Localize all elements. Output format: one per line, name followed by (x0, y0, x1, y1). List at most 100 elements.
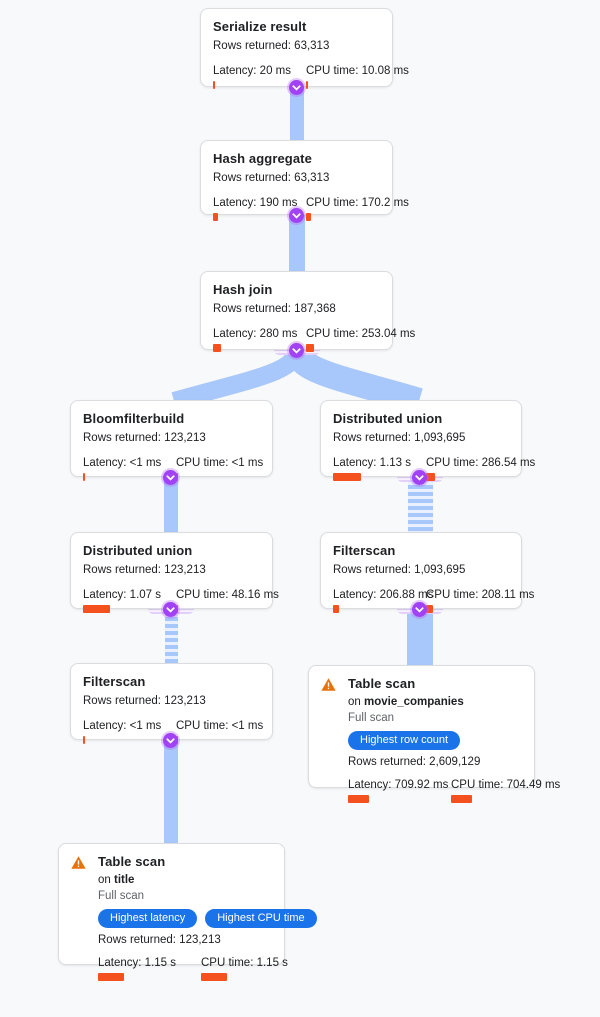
plan-node-bloomfilterbuild[interactable]: Bloomfilterbuild Rows returned: 123,213 … (70, 400, 273, 481)
collapse-node-button[interactable] (163, 470, 178, 485)
plan-node-filterscan-left[interactable]: Filterscan Rows returned: 123,213 Latenc… (70, 663, 273, 744)
rows-returned: Rows returned: 123,213 (83, 564, 206, 576)
node-title: Filterscan (333, 543, 396, 558)
node-title: Bloomfilterbuild (83, 411, 185, 426)
cpu-metric: CPU time: 704.49 ms (451, 778, 560, 803)
latency-metric: Latency: 20 ms (213, 64, 306, 89)
collapse-node-button[interactable] (412, 602, 427, 617)
on-prefix: on (348, 696, 361, 708)
collapse-node-button[interactable] (289, 208, 304, 223)
rows-returned: Rows returned: 1,093,695 (333, 432, 466, 444)
cpu-time-label: CPU time: <1 ms (176, 720, 264, 732)
rows-returned: Rows returned: 1,093,695 (333, 564, 466, 576)
cpu-time-label: CPU time: <1 ms (176, 457, 264, 469)
on-prefix: on (98, 874, 111, 886)
node-title: Filterscan (83, 674, 146, 689)
rows-returned: Rows returned: 187,368 (213, 303, 336, 315)
plan-node-hash-join[interactable]: Hash join Rows returned: 187,368 Latency… (200, 271, 415, 352)
latency-metric: Latency: 1.07 s (83, 588, 176, 613)
plan-node-filterscan-right[interactable]: Filterscan Rows returned: 1,093,695 Late… (320, 532, 534, 613)
metrics: Latency: 206.88 ms CPU time: 208.11 ms (333, 588, 534, 613)
cpu-time-bar (201, 973, 227, 981)
node-title: Hash aggregate (213, 151, 312, 166)
latency-label: Latency: 190 ms (213, 197, 298, 209)
plan-node-distributed-union-right[interactable]: Distributed union Rows returned: 1,093,6… (320, 400, 535, 481)
metrics: Latency: 20 ms CPU time: 10.08 ms (213, 64, 409, 89)
node-title: Distributed union (333, 411, 443, 426)
edge-distunion-filterscan-right (408, 478, 433, 534)
cpu-time-bar (451, 795, 472, 803)
collapse-node-button[interactable] (163, 602, 178, 617)
plan-node-table-scan-title[interactable]: Table scan on title Full scan Highest la… (58, 843, 317, 981)
latency-metric: Latency: 1.13 s (333, 456, 426, 481)
latency-metric: Latency: 1.15 s (98, 956, 201, 981)
plan-node-table-scan-movie-companies[interactable]: Table scan on movie_companies Full scan … (308, 665, 560, 803)
latency-label: Latency: 20 ms (213, 65, 291, 77)
cpu-time-label: CPU time: 253.04 ms (306, 328, 416, 340)
latency-metric: Latency: <1 ms (83, 456, 176, 481)
plan-node-serialize-result[interactable]: Serialize result Rows returned: 63,313 L… (200, 8, 409, 89)
latency-label: Latency: <1 ms (83, 457, 162, 469)
cpu-time-label: CPU time: 704.49 ms (451, 779, 561, 791)
edge-serialize-hashagg (290, 86, 304, 142)
cpu-time-bar (426, 473, 435, 481)
latency-label: Latency: 709.92 ms (348, 779, 449, 791)
chevron-down-icon (166, 737, 175, 744)
chevron-down-icon (166, 474, 175, 481)
cpu-time-bar (306, 344, 314, 352)
edge-distunion-filterscan-left (165, 610, 178, 665)
node-title: Distributed union (83, 543, 193, 558)
collapse-node-button[interactable] (289, 80, 304, 95)
latency-metric: Latency: 206.88 ms (333, 588, 433, 613)
latency-bar (333, 473, 361, 481)
chevron-down-icon (415, 606, 424, 613)
latency-bar (333, 605, 339, 613)
latency-bar (213, 344, 221, 352)
latency-bar (348, 795, 369, 803)
cpu-metric: CPU time: 208.11 ms (426, 588, 534, 613)
chevron-down-icon (292, 84, 301, 91)
cpu-time-label: CPU time: 286.54 ms (426, 457, 536, 469)
metrics: Latency: 190 ms CPU time: 170.2 ms (213, 196, 409, 221)
chevron-down-icon (415, 474, 424, 481)
cpu-time-label: CPU time: 48.16 ms (176, 589, 279, 601)
chevron-down-icon (166, 606, 175, 613)
cpu-metric: CPU time: 286.54 ms (426, 456, 535, 481)
metrics: Latency: 1.13 s CPU time: 286.54 ms (333, 456, 535, 481)
collapse-node-button[interactable] (163, 733, 178, 748)
node-title: Serialize result (213, 19, 307, 34)
cpu-metric: CPU time: 253.04 ms (306, 327, 415, 352)
edge-hashjoin-bloomfilterbuild (171, 347, 306, 410)
edge-hashagg-hashjoin (289, 214, 305, 273)
table-name: title (114, 874, 135, 886)
cpu-time-bar (306, 81, 308, 89)
scan-target: on title (98, 873, 272, 887)
table-scan-header: Table scan (321, 676, 522, 692)
node-title: Hash join (213, 282, 273, 297)
cpu-metric: CPU time: 48.16 ms (176, 588, 279, 613)
latency-bar (83, 473, 85, 481)
cpu-metric: CPU time: 10.08 ms (306, 64, 409, 89)
latency-metric: Latency: <1 ms (83, 719, 176, 744)
edge-hashjoin-distunion (284, 346, 423, 414)
cpu-metric: CPU time: 1.15 s (201, 956, 288, 981)
rows-returned: Rows returned: 123,213 (83, 695, 206, 707)
chevron-down-icon (292, 212, 301, 219)
latency-label: Latency: 1.15 s (98, 957, 176, 969)
plan-node-distributed-union-left[interactable]: Distributed union Rows returned: 123,213… (70, 532, 279, 613)
collapse-node-button[interactable] (412, 470, 427, 485)
rows-returned: Rows returned: 2,609,129 (348, 756, 481, 768)
latency-bar (83, 736, 85, 744)
cpu-time-bar (306, 213, 311, 221)
latency-label: Latency: <1 ms (83, 720, 162, 732)
table-scan-header: Table scan (71, 854, 272, 870)
edge-filterscan-tablescan-right (407, 608, 433, 667)
plan-node-hash-aggregate[interactable]: Hash aggregate Rows returned: 63,313 Lat… (200, 140, 409, 221)
latency-bar (83, 605, 110, 613)
warning-icon (321, 677, 336, 691)
collapse-node-button[interactable] (289, 343, 304, 358)
cpu-metric: CPU time: <1 ms (176, 719, 263, 744)
cpu-metric: CPU time: <1 ms (176, 456, 263, 481)
scan-type-label: Full scan (98, 890, 145, 902)
